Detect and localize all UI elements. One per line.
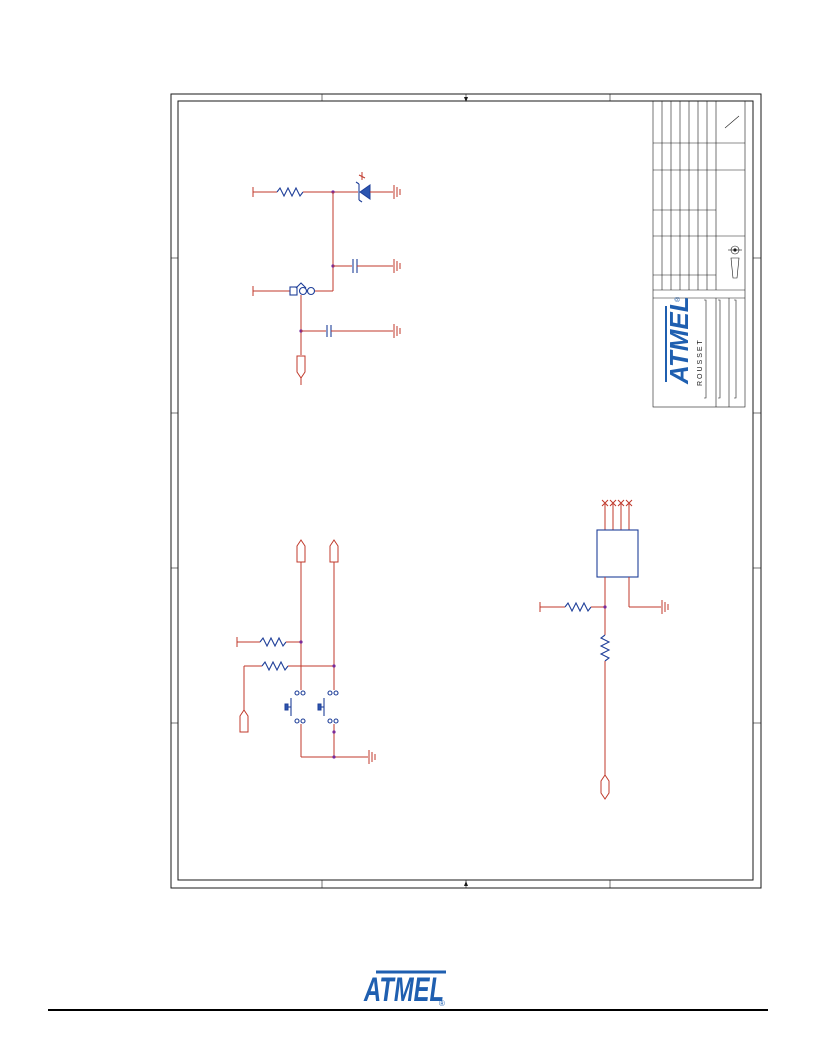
circuit-ic-block [539,499,669,800]
footer-atmel-logo-icon: ATMEL ® [363,970,446,1009]
resistor [564,601,592,613]
registered-mark: ® [674,296,682,302]
pushbutton-switch [317,690,339,724]
title-block-logo: ATMEL [664,296,694,385]
resistor [599,634,611,662]
net-port-icon [329,539,339,563]
resistor [276,186,304,198]
ground-symbol [393,185,401,199]
ic-chip [596,529,639,578]
title-block: ATMEL ® ROUSSET [652,100,746,408]
footer-registered-mark: ® [439,999,445,1008]
resistor [259,636,287,648]
zener-diode [355,172,371,203]
footer-logo: ATMEL [363,971,444,1009]
circuit-pushbuttons [236,539,376,764]
title-block-site: ROUSSET [697,338,704,386]
ground-symbol [393,324,401,338]
capacitor [326,325,332,337]
ground-symbol [368,750,376,764]
net-port-icon [296,539,306,563]
ground-symbol [393,259,401,273]
net-port-icon [296,355,306,379]
resistor [261,660,289,672]
circuit-power-regulation [252,172,401,385]
net-port-icon [239,709,249,733]
projection-symbol-icon [728,245,742,279]
jumper-switch [289,282,316,296]
net-port-icon [600,774,610,800]
atmel-logo-icon: ATMEL ® [664,296,694,385]
capacitor [352,259,358,273]
pushbutton-switch [284,690,306,724]
drawing-frame [170,93,762,889]
ground-symbol [661,600,669,614]
no-connect-pins [601,499,633,530]
